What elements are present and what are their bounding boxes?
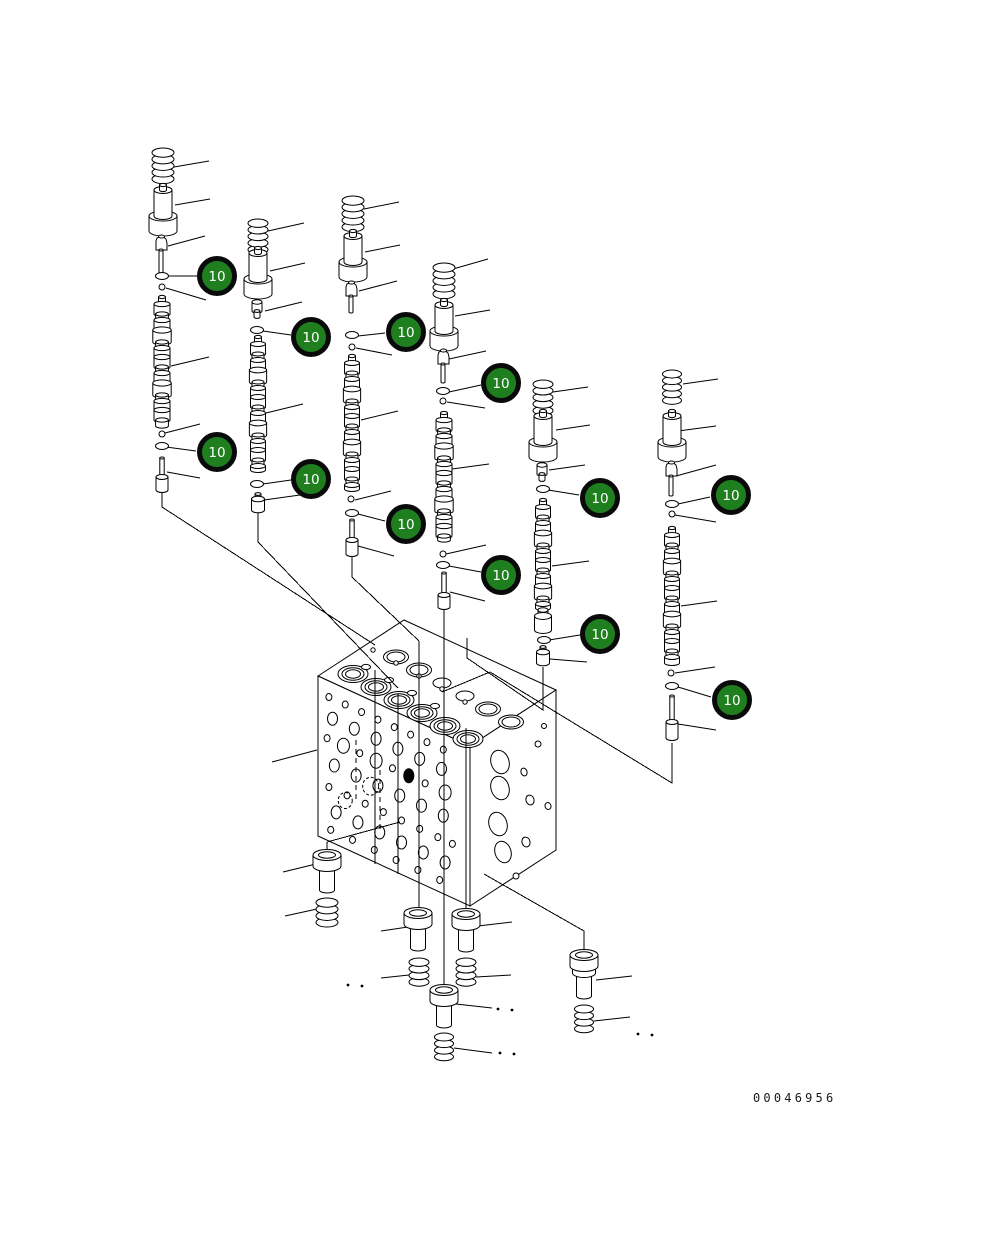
detent-valves [155, 234, 678, 497]
callout-balloon-label: 10 [208, 269, 225, 285]
figure-number: 00046956 [753, 1091, 836, 1105]
callout-balloon-label: 10 [302, 330, 319, 346]
callout-balloon-label: 10 [492, 376, 509, 392]
callout-balloon[interactable]: 10 [580, 614, 620, 654]
callout-balloon[interactable]: 10 [386, 312, 426, 352]
leader-lines [164, 160, 719, 1054]
spool-valves [152, 294, 682, 666]
callout-balloon-label: 10 [397, 517, 414, 533]
ellipsis-dots [346, 983, 654, 1056]
callout-balloon-label: 10 [591, 627, 608, 643]
callout-balloon[interactable]: 10 [712, 680, 752, 720]
callout-balloon[interactable]: 10 [291, 317, 331, 357]
cap-plugs [148, 182, 687, 463]
callout-balloon[interactable]: 10 [481, 555, 521, 595]
callout-balloon[interactable]: 10 [580, 478, 620, 518]
callout-balloon[interactable]: 10 [481, 363, 521, 403]
assembly-lines [161, 490, 673, 990]
retainer-pins [155, 456, 679, 741]
callout-balloon-label: 10 [591, 491, 608, 507]
callout-balloon-label: 10 [397, 325, 414, 341]
callout-balloon[interactable]: 10 [197, 256, 237, 296]
valve-body [316, 619, 558, 907]
callout-balloon-label: 10 [208, 445, 225, 461]
callout-balloon[interactable]: 10 [386, 504, 426, 544]
o-rings [155, 272, 679, 690]
callout-balloon-label: 10 [302, 472, 319, 488]
socket-bolts [312, 849, 599, 1029]
callout-balloon-label: 10 [722, 488, 739, 504]
small-balls [158, 283, 676, 677]
callout-balloon[interactable]: 10 [197, 432, 237, 472]
callout-balloon-label: 10 [492, 568, 509, 584]
callout-balloon[interactable]: 10 [711, 475, 751, 515]
callout-balloon[interactable]: 10 [291, 459, 331, 499]
coil-springs [151, 147, 682, 1062]
callout-balloon-label: 10 [723, 693, 740, 709]
